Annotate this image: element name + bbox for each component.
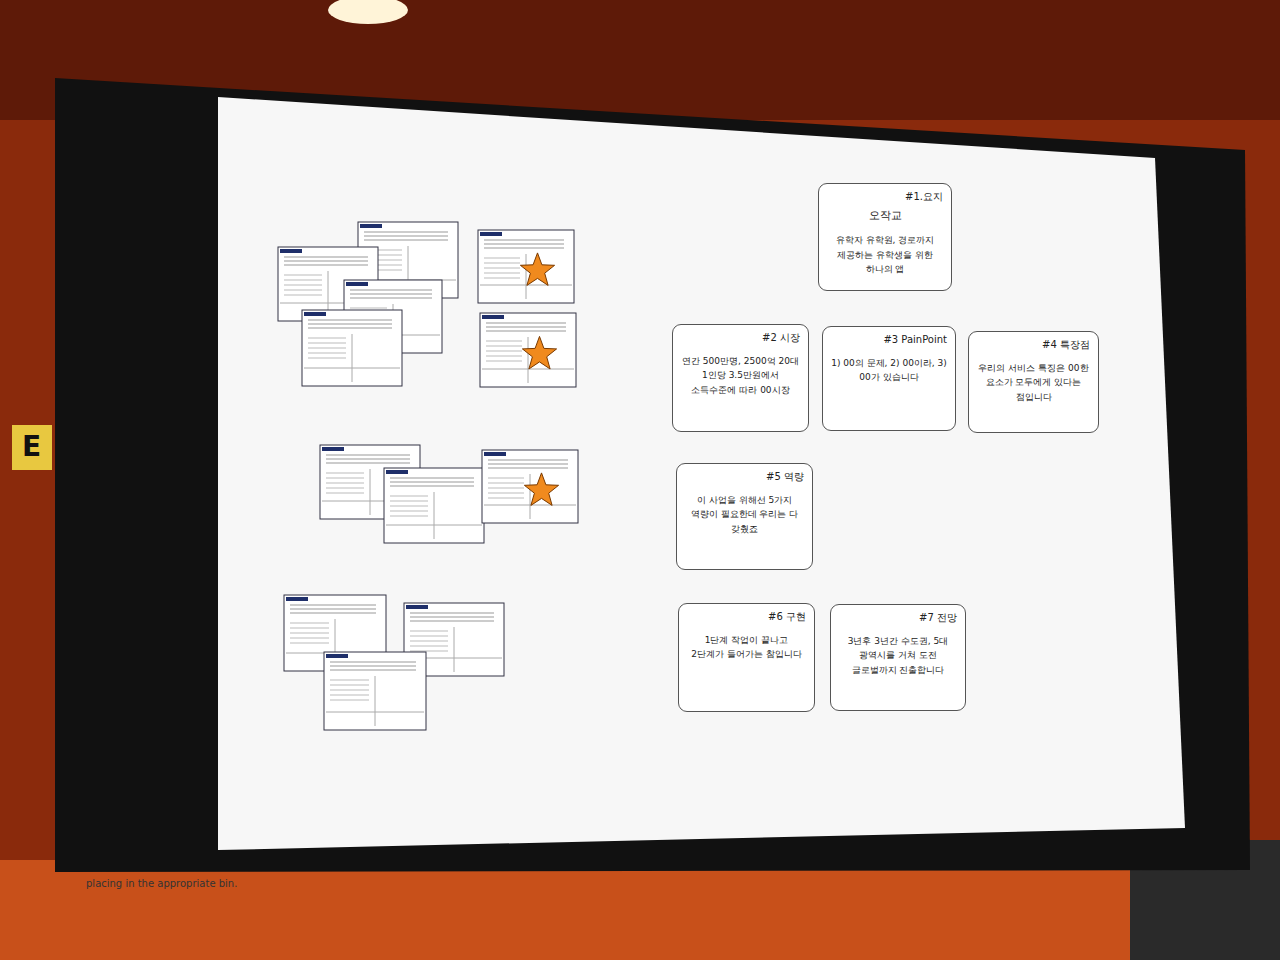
note-card: #6 구현 1단계 작업이 끝나고 2단계가 들어가는 참입니다: [678, 603, 815, 712]
card-heading: #1.요지: [827, 190, 943, 203]
sign-letter: E: [22, 430, 41, 463]
card-heading: #7 전망: [839, 611, 957, 624]
card-body: 1) 00의 문제, 2) 00이라, 3) 00가 있습니다: [831, 356, 947, 385]
card-heading: #3 PainPoint: [831, 333, 947, 346]
monitor-bezel: [55, 78, 1250, 872]
slide-thumbnail: [480, 313, 576, 387]
slide-thumbnail: [324, 652, 426, 730]
star-mark: [520, 253, 554, 286]
screen: [218, 97, 1185, 850]
ceiling-light: [328, 0, 408, 24]
card-title: 오작교: [827, 209, 943, 223]
card-body: 이 사업을 위해선 5가지 역량이 필요한데 우리는 다 갖췄죠: [685, 493, 804, 536]
notice-text: placing in the appropriate bin.: [86, 878, 237, 889]
card-body: 연간 500만명, 2500억 20대 1인당 3.5만원에서 소득수준에 따라…: [681, 354, 800, 397]
slide-thumbnail: [384, 468, 484, 543]
card-body: 우리의 서비스 특징은 00한 요소가 모두에게 있다는 점입니다: [977, 361, 1090, 404]
note-card: #1.요지오작교유학자 유학원, 경로까지 제공하는 유학생을 위한 하나의 앱: [818, 183, 952, 291]
slide-thumbnail: [302, 310, 402, 386]
note-card: #7 전망 3년후 3년간 수도권, 5대 광역시를 거쳐 도전 글로벌까지 진출…: [830, 604, 966, 711]
slide-thumbnail: [478, 230, 574, 303]
counter: [0, 860, 1280, 960]
card-heading: #2 시장: [681, 331, 800, 344]
star-mark: [522, 336, 556, 369]
card-body: 3년후 3년간 수도권, 5대 광역시를 거쳐 도전 글로벌까지 진출합니다: [839, 634, 957, 677]
slide-thumbnails: [278, 222, 578, 730]
card-body: 유학자 유학원, 경로까지 제공하는 유학생을 위한 하나의 앱: [827, 233, 943, 276]
card-body: 1단계 작업이 끝나고 2단계가 들어가는 참입니다: [687, 633, 806, 662]
card-heading: #6 구현: [687, 610, 806, 623]
card-heading: #4 특장점: [977, 338, 1090, 351]
star-mark: [524, 473, 558, 506]
sign: [12, 425, 52, 470]
note-card: #5 역량이 사업을 위해선 5가지 역량이 필요한데 우리는 다 갖췄죠: [676, 463, 813, 570]
card-heading: #5 역량: [685, 470, 804, 483]
note-card: #4 특장점우리의 서비스 특징은 00한 요소가 모두에게 있다는 점입니다: [968, 331, 1099, 433]
slide-thumbnail: [482, 450, 578, 523]
note-card: #3 PainPoint 1) 00의 문제, 2) 00이라, 3) 00가 있…: [822, 326, 956, 431]
note-card: #2 시장연간 500만명, 2500억 20대 1인당 3.5만원에서 소득수…: [672, 324, 809, 432]
